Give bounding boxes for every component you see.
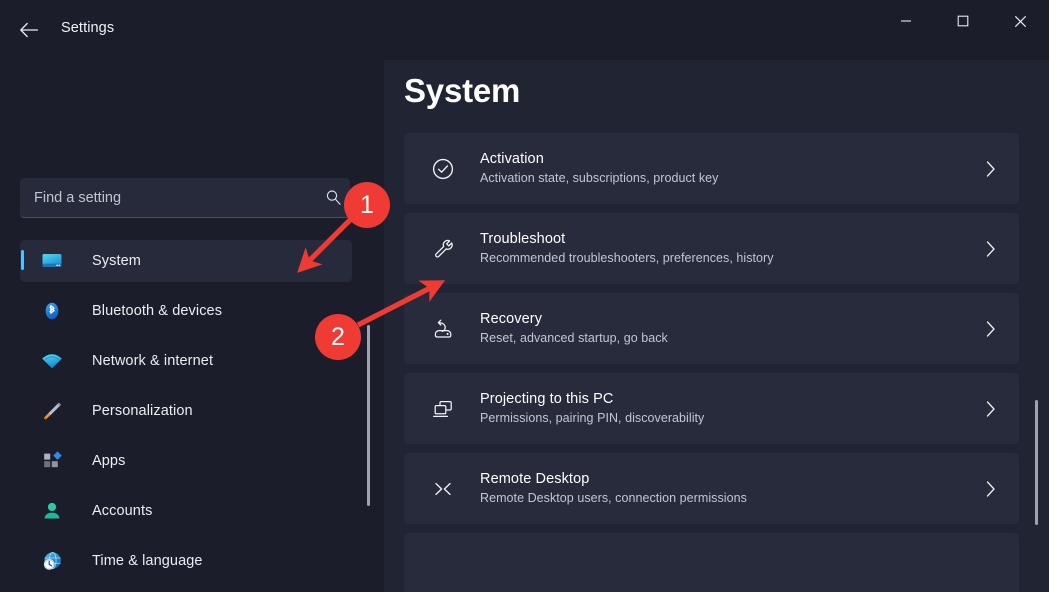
apps-icon — [32, 441, 72, 481]
settings-card-list: Activation Activation state, subscriptio… — [404, 133, 1019, 592]
sidebar-item-network-internet[interactable]: Network & internet — [20, 340, 352, 382]
sidebar-scrollbar[interactable] — [367, 265, 371, 506]
main-content: System Activation Activation state, subs… — [384, 60, 1049, 592]
close-icon — [1014, 15, 1026, 27]
card-subtitle: Remote Desktop users, connection permiss… — [480, 491, 747, 505]
chevron-right-icon[interactable] — [969, 373, 1011, 444]
annotation-marker-2: 2 — [315, 314, 361, 360]
title-bar: Settings — [0, 0, 1049, 60]
main-scrollbar[interactable] — [1033, 60, 1041, 592]
sidebar-item-accounts[interactable]: Accounts — [20, 490, 352, 532]
maximize-icon — [957, 15, 969, 27]
sidebar-item-label: Time & language — [92, 553, 203, 569]
projecting-icon — [424, 390, 462, 428]
bluetooth-icon — [32, 291, 72, 331]
settings-card-troubleshoot[interactable]: Troubleshoot Recommended troubleshooters… — [404, 213, 1019, 284]
app-title: Settings — [61, 20, 115, 36]
card-text: Projecting to this PC Permissions, pairi… — [480, 389, 969, 428]
card-title: Activation — [480, 151, 544, 167]
back-button[interactable] — [12, 14, 46, 46]
monitor-icon — [32, 241, 72, 281]
globe-clock-icon — [32, 541, 72, 581]
card-subtitle: Permissions, pairing PIN, discoverabilit… — [480, 411, 705, 425]
card-text: Activation Activation state, subscriptio… — [480, 149, 969, 188]
card-subtitle: Reset, advanced startup, go back — [480, 331, 668, 345]
sidebar-item-system[interactable]: System — [20, 240, 352, 282]
page-title: System — [404, 72, 521, 109]
sidebar-item-personalization[interactable]: Personalization — [20, 390, 352, 432]
card-title: Projecting to this PC — [480, 391, 614, 407]
card-title: Troubleshoot — [480, 231, 566, 247]
sidebar-item-label: Apps — [92, 453, 126, 469]
sidebar-item-bluetooth-devices[interactable]: Bluetooth & devices — [20, 290, 352, 332]
search-box[interactable] — [20, 178, 350, 218]
maximize-button[interactable] — [940, 0, 986, 42]
annotation-marker-1: 1 — [344, 182, 390, 228]
settings-card-remote-desktop[interactable]: Remote Desktop Remote Desktop users, con… — [404, 453, 1019, 524]
card-title: Remote Desktop — [480, 471, 590, 487]
sidebar-nav-list: System Bluetoo — [0, 240, 384, 592]
card-subtitle: Activation state, subscriptions, product… — [480, 171, 719, 185]
search-icon[interactable] — [316, 178, 350, 218]
check-circle-icon — [424, 150, 462, 188]
card-title: Recovery — [480, 311, 543, 327]
wifi-icon — [32, 341, 72, 381]
chevron-right-icon[interactable] — [969, 133, 1011, 204]
card-text: Remote Desktop Remote Desktop users, con… — [480, 469, 969, 508]
chevron-right-icon[interactable] — [969, 453, 1011, 524]
settings-card-activation[interactable]: Activation Activation state, subscriptio… — [404, 133, 1019, 204]
sidebar-scrollbar-thumb[interactable] — [367, 325, 370, 506]
sidebar-item-label: System — [92, 253, 141, 269]
card-text: Recovery Reset, advanced startup, go bac… — [480, 309, 969, 348]
minimize-icon — [901, 20, 911, 22]
sidebar-item-label: Accounts — [92, 503, 153, 519]
chevron-right-icon[interactable] — [969, 213, 1011, 284]
minimize-button[interactable] — [883, 0, 929, 42]
magnifier-icon — [326, 190, 341, 205]
chevron-right-icon[interactable] — [969, 293, 1011, 364]
wrench-icon — [424, 230, 462, 268]
settings-card-projecting-to-this-pc[interactable]: Projecting to this PC Permissions, pairi… — [404, 373, 1019, 444]
card-subtitle: Recommended troubleshooters, preferences… — [480, 251, 774, 265]
settings-card-partial[interactable] — [404, 533, 1019, 592]
card-text: Troubleshoot Recommended troubleshooters… — [480, 229, 969, 268]
paintbrush-icon — [32, 391, 72, 431]
person-icon — [32, 491, 72, 531]
search-input[interactable] — [20, 189, 316, 206]
main-scrollbar-thumb[interactable] — [1035, 400, 1038, 525]
sidebar-item-label: Personalization — [92, 403, 193, 419]
recovery-icon — [424, 310, 462, 348]
close-button[interactable] — [997, 0, 1043, 42]
sidebar-item-apps[interactable]: Apps — [20, 440, 352, 482]
sidebar-item-label: Network & internet — [92, 353, 214, 369]
remote-desktop-icon — [424, 470, 462, 508]
back-arrow-icon — [20, 22, 39, 38]
sidebar-item-time-language[interactable]: Time & language — [20, 540, 352, 582]
sidebar-item-label: Bluetooth & devices — [92, 303, 223, 319]
settings-card-recovery[interactable]: Recovery Reset, advanced startup, go bac… — [404, 293, 1019, 364]
